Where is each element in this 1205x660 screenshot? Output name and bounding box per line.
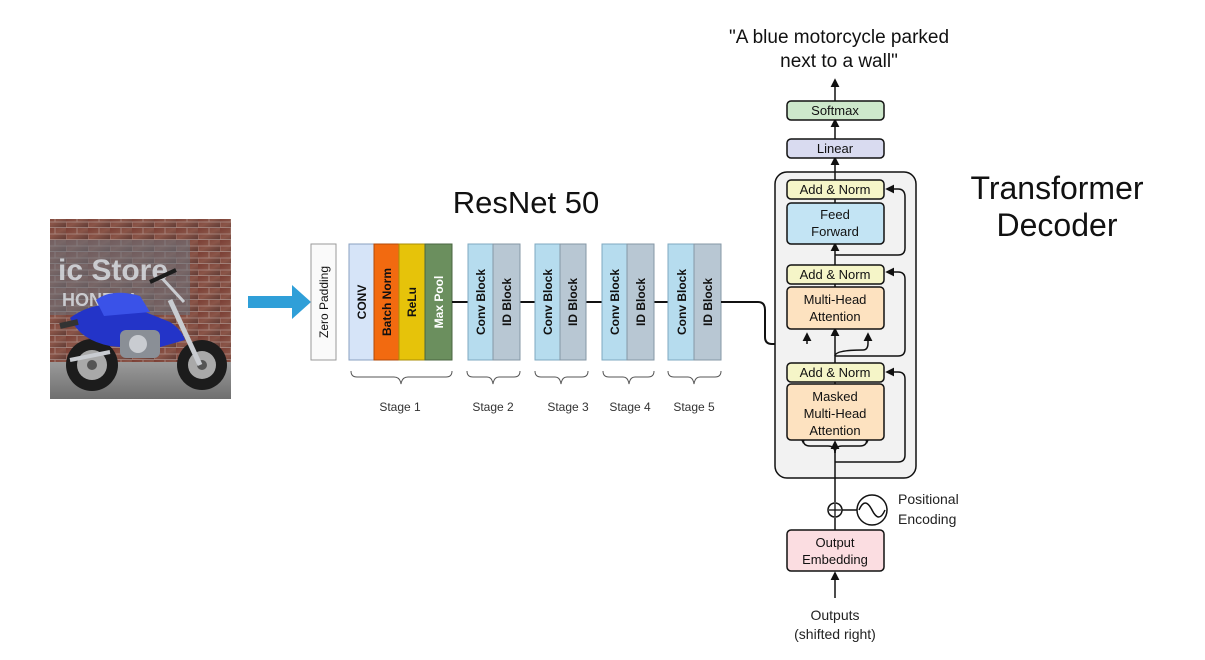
add-norm-3-block [786, 179, 885, 200]
stage-5: Conv Block ID Block [667, 243, 722, 361]
linear-block [786, 138, 885, 159]
softmax-block [786, 100, 885, 121]
softmax-label: Softmax [811, 103, 859, 118]
id-block-label: ID Block [566, 278, 580, 326]
stage-2-label: Stage 2 [472, 400, 514, 414]
feed-forward-block [786, 202, 885, 245]
add-norm-label: Add & Norm [800, 267, 871, 282]
relu-block [398, 243, 426, 361]
embedding-line2: Embedding [802, 552, 868, 567]
feed-forward-line2: Forward [811, 224, 859, 239]
stage-4: Conv Block ID Block [601, 243, 655, 361]
add-norm-2-block [786, 264, 885, 285]
relu-label: ReLu [405, 287, 419, 317]
stage-1-label: Stage 1 [379, 400, 421, 414]
max-pool-block [424, 243, 453, 361]
add-norm-1-block [786, 362, 885, 383]
embedding-line1: Output [815, 535, 854, 550]
stage-1-blocks: CONV Batch Norm ReLu Max Pool [348, 243, 453, 361]
conv-block-label: Conv Block [675, 269, 689, 335]
outputs-line1: Outputs [810, 607, 859, 623]
mha-line1: Multi-Head [804, 292, 867, 307]
output-embedding-block [786, 529, 885, 572]
masked-attention-block [786, 383, 885, 441]
resnet-title: ResNet 50 [453, 185, 599, 220]
motorcycle-icon [59, 268, 227, 391]
linear-label: Linear [817, 141, 854, 156]
decoder-title-line2: Decoder [997, 207, 1118, 243]
conv-label: CONV [355, 285, 369, 320]
encoder-to-decoder-line [721, 301, 822, 345]
decoder-blocks: Softmax Linear Add & Norm Feed Forward A… [786, 100, 885, 572]
add-norm-label: Add & Norm [800, 182, 871, 197]
positional-line2: Encoding [898, 511, 956, 527]
input-arrow-icon [248, 285, 311, 319]
zero-padding-label: Zero Padding [317, 266, 331, 338]
mha-line2: Attention [809, 309, 860, 324]
caption-line1: "A blue motorcycle parked [729, 27, 949, 48]
input-image: ic Store HONE - L [50, 219, 231, 399]
conv-block-label: Conv Block [474, 269, 488, 335]
stage-3: Conv Block ID Block [534, 243, 587, 361]
stage-4-label: Stage 4 [609, 400, 651, 414]
stage-braces [350, 370, 722, 385]
caption-line2: next to a wall" [780, 51, 898, 72]
batch-norm-block [373, 243, 400, 361]
positional-add [827, 494, 888, 526]
stage-3-label: Stage 3 [547, 400, 589, 414]
id-block-label: ID Block [634, 278, 648, 326]
stage-2: Conv Block ID Block [467, 243, 521, 361]
id-block-label: ID Block [701, 278, 715, 326]
zero-padding-block [310, 243, 337, 361]
max-pool-label: Max Pool [432, 276, 446, 329]
decoder-title-line1: Transformer [970, 170, 1143, 206]
batch-norm-label: Batch Norm [380, 268, 394, 336]
feed-forward-line1: Feed [820, 207, 850, 222]
conv-block-label: Conv Block [608, 269, 622, 335]
masked-line2: Multi-Head [804, 406, 867, 421]
wall-text: ic Store [58, 254, 168, 287]
multi-head-attention-block [786, 286, 885, 330]
stage-5-label: Stage 5 [673, 400, 715, 414]
conv-block-label: Conv Block [541, 269, 555, 335]
mha-input-arrows [802, 184, 906, 357]
add-norm-label: Add & Norm [800, 365, 871, 380]
id-block-label: ID Block [500, 278, 514, 326]
masked-line3: Attention [809, 423, 860, 438]
outputs-line2: (shifted right) [794, 626, 876, 642]
masked-line1: Masked [812, 389, 858, 404]
masked-input-arrows [798, 367, 906, 463]
positional-line1: Positional [898, 491, 959, 507]
conv-block [348, 243, 375, 361]
